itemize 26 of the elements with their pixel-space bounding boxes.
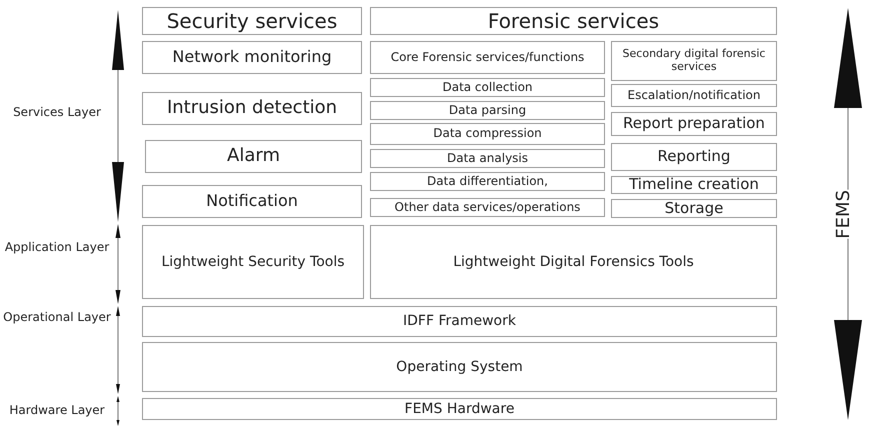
layer-box: Escalation/notification xyxy=(611,84,777,107)
layer-box: Storage xyxy=(611,199,777,218)
layer-box: Security services xyxy=(142,7,362,35)
layer-box: Other data services/operations xyxy=(370,198,605,217)
layer-box: Alarm xyxy=(145,140,362,173)
layer-box: Data compression xyxy=(370,123,605,145)
layer-box: Lightweight Digital Forensics Tools xyxy=(370,225,777,299)
layer-box: Forensic services xyxy=(370,7,777,35)
layer-box: Report preparation xyxy=(611,112,777,136)
layer-box: Intrusion detection xyxy=(142,92,362,125)
layer-label: Operational Layer xyxy=(2,310,112,326)
layer-box: Notification xyxy=(142,185,362,218)
layer-box: Data collection xyxy=(370,78,605,97)
layer-box: FEMS Hardware xyxy=(142,398,777,420)
layer-box: Network monitoring xyxy=(142,41,362,74)
layer-box: Timeline creation xyxy=(611,176,777,194)
layer-box: Core Forensic services/functions xyxy=(370,41,605,74)
layer-box: Secondary digital forensic services xyxy=(611,41,777,81)
layer-box: Operating System xyxy=(142,342,777,392)
layer-label: Application Layer xyxy=(2,240,112,256)
layer-box: Lightweight Security Tools xyxy=(142,225,364,299)
layer-box: Data analysis xyxy=(370,149,605,168)
layer-box: Data differentiation, xyxy=(370,172,605,191)
layer-box: IDFF Framework xyxy=(142,306,777,337)
layer-box: Data parsing xyxy=(370,101,605,120)
layer-box: Reporting xyxy=(611,143,777,171)
